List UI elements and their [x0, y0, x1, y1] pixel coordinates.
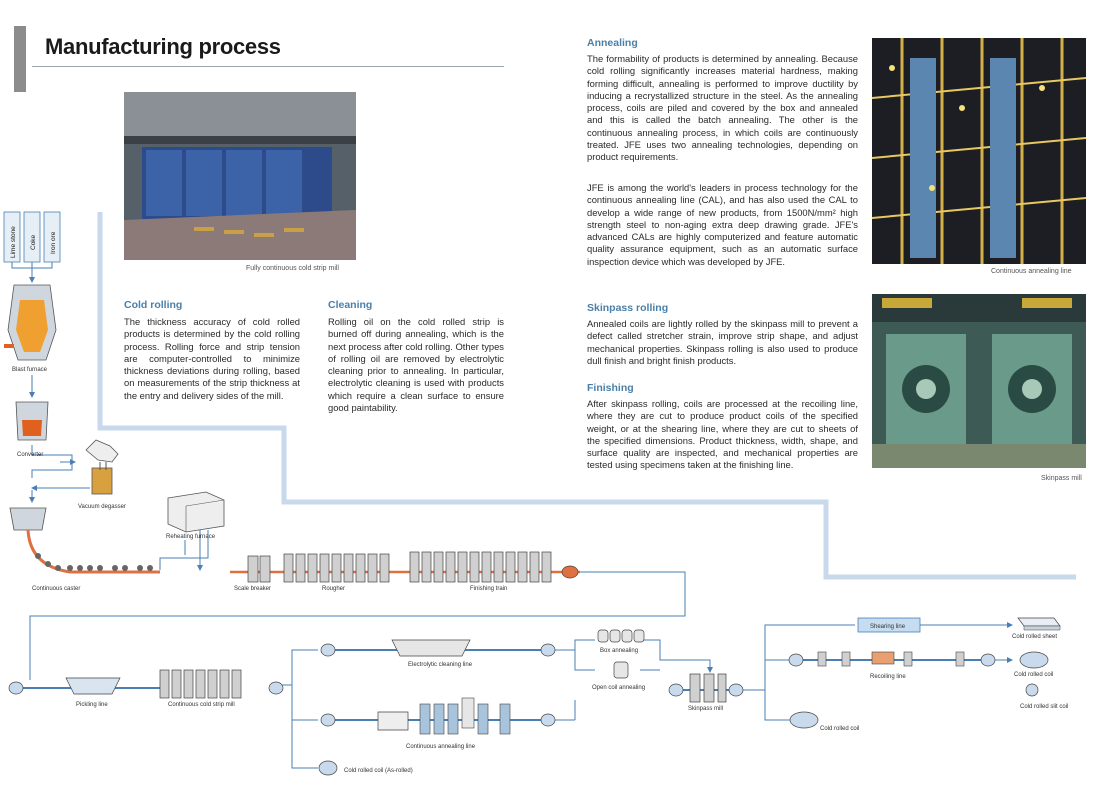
label-cold-rolled-coil-1: Cold rolled coil — [1014, 672, 1053, 678]
shearing-line-box — [857, 617, 921, 633]
cold-rolled-coil-icon-1 — [1019, 651, 1049, 669]
label-cold-rolled-sheet: Cold rolled sheet — [1012, 634, 1057, 640]
skinpass-mill-icon — [668, 673, 744, 703]
cold-strip-mill-caption: Fully continuous cold strip mill — [246, 265, 339, 272]
open-coil-annealing-icon — [613, 661, 629, 679]
skinpass-caption: Skinpass mill — [1041, 475, 1082, 482]
pickling-line-icon — [8, 677, 160, 695]
raw-iron-ore: Iron ore — [50, 231, 57, 254]
label-box-annealing: Box annealing — [600, 648, 638, 654]
label-vacuum-degasser: Vacuum degasser — [78, 504, 126, 510]
finishing-heading: Finishing — [587, 382, 634, 394]
reheating-furnace-icon — [167, 491, 225, 533]
label-electrolytic-cleaning: Electrolytic cleaning line — [408, 662, 473, 668]
annealing-text-2: JFE is among the world's leaders in proc… — [587, 182, 858, 267]
as-rolled-coil-icon — [318, 760, 338, 776]
label-recoiling-line: Recoiling line — [870, 674, 906, 680]
converter-icon — [15, 401, 49, 441]
label-slit-coil: Cold rolled slit coil — [1020, 704, 1068, 710]
label-scale-breaker: Scale breaker — [234, 586, 271, 592]
skinpass-photo — [872, 294, 1086, 468]
title-accent-bar — [14, 26, 26, 92]
vacuum-degasser-icon — [85, 439, 119, 495]
label-finishing-train: Finishing train — [470, 586, 507, 592]
label-open-coil: Open coil annealing — [592, 685, 645, 691]
rougher-icon — [283, 553, 390, 583]
recoiling-line-icon — [788, 651, 996, 667]
blast-furnace-icon — [4, 284, 57, 361]
label-as-rolled: Cold rolled coil (As-rolled) — [344, 768, 413, 774]
electrolytic-cleaning-icon — [320, 639, 556, 657]
cold-rolling-text: The thickness accuracy of cold rolled pr… — [124, 316, 300, 401]
raw-lime-stone: Lime stone — [10, 226, 17, 258]
annealing-text-1: The formability of products is determine… — [587, 53, 858, 163]
label-cold-strip-mill: Continuous cold strip mill — [168, 702, 235, 708]
cold-rolling-heading: Cold rolling — [124, 299, 183, 311]
label-cold-rolled-coil-2: Cold rolled coil — [820, 726, 859, 732]
cold-strip-mill-icon — [159, 669, 242, 699]
cold-rolled-sheet-icon — [1017, 617, 1061, 631]
scale-breaker-icon — [247, 555, 271, 583]
label-blast-furnace: Blast furnace — [12, 367, 48, 373]
label-skinpass-mill: Skinpass mill — [688, 706, 723, 712]
cal-icon — [320, 697, 556, 735]
finishing-text: After skinpass rolling, coils are proces… — [587, 398, 858, 471]
cold-strip-mill-photo — [124, 92, 356, 260]
cleaning-text: Rolling oil on the cold rolled strip is … — [328, 316, 504, 414]
label-shearing-line: Shearing line — [870, 624, 906, 630]
cold-rolled-coil-icon-2 — [789, 711, 819, 729]
label-pickling-line: Pickling line — [76, 702, 108, 708]
continuous-caster-icon — [9, 507, 160, 574]
skinpass-text: Annealed coils are lightly rolled by the… — [587, 318, 858, 366]
page-title: Manufacturing process — [45, 34, 281, 59]
cleaning-heading: Cleaning — [328, 299, 373, 311]
label-converter: Converter — [17, 452, 43, 458]
raw-coke: Coke — [30, 234, 37, 250]
box-annealing-icon — [597, 629, 645, 643]
label-continuous-caster: Continuous caster — [32, 586, 80, 592]
cal-caption: Continuous annealing line — [991, 268, 1072, 275]
cal-photo — [872, 38, 1086, 264]
title-divider — [32, 66, 504, 67]
label-rougher: Rougher — [322, 586, 345, 592]
skinpass-heading: Skinpass rolling — [587, 302, 669, 314]
annealing-heading: Annealing — [587, 37, 638, 49]
label-reheating-furnace: Reheating furnace — [166, 534, 216, 540]
label-cal: Continuous annealing line — [406, 744, 476, 750]
slit-coil-icon — [1025, 683, 1039, 697]
finishing-train-icon — [409, 551, 552, 583]
